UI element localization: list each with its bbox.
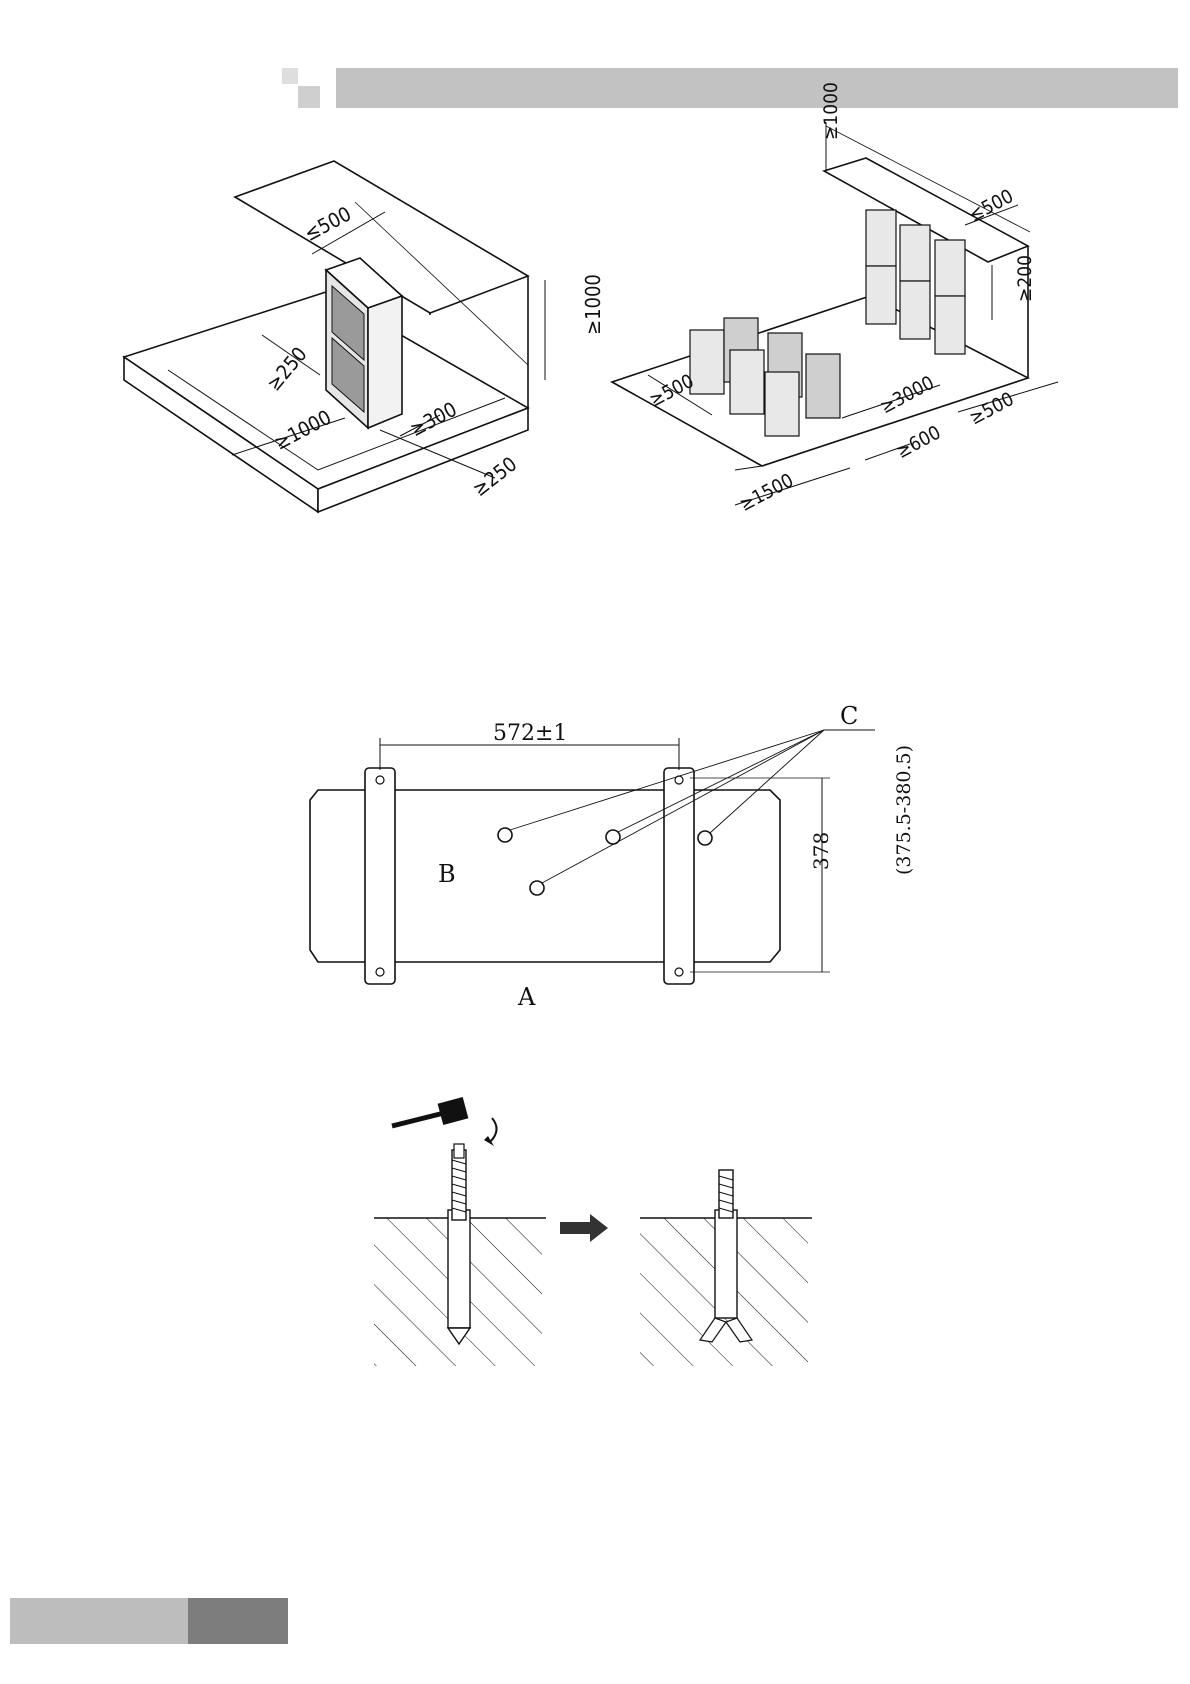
dim-left-side-single: ≥250 [262,342,312,395]
dim-right-side-single: ≥300 [406,397,461,441]
header-square-light-2 [298,86,320,108]
dim-width-base: 572±1 [493,721,567,746]
dim-gap-600-multi: ≥600 [893,422,945,463]
dim-height-range-base: (375.5-380.5) [893,745,915,875]
footer-tab-light [10,1598,188,1644]
label-b: B [438,860,456,888]
label-c: C [840,702,858,730]
dim-aisle-multi: ≥3000 [876,372,937,419]
label-a: A [517,983,536,1011]
footer-tab-dark [188,1598,288,1644]
dim-left-multi: ≥500 [646,370,698,411]
dim-back-single: ≥250 [468,452,522,501]
dim-right-multi: ≥500 [966,388,1018,429]
dim-height-single: ≥1000 [581,274,605,335]
header-square-light-1 [282,68,298,84]
dim-front-multi: ≥1500 [736,469,797,516]
header-bar [336,68,1178,108]
dim-top-clearance-single: ≤500 [300,201,355,245]
dim-front-single: ≥1000 [270,405,335,455]
dim-height-base: 378 [809,832,833,870]
dim-top-clearance-multi: ≤500 [965,185,1017,226]
dim-row-gap-multi: ≥200 [1014,255,1036,302]
